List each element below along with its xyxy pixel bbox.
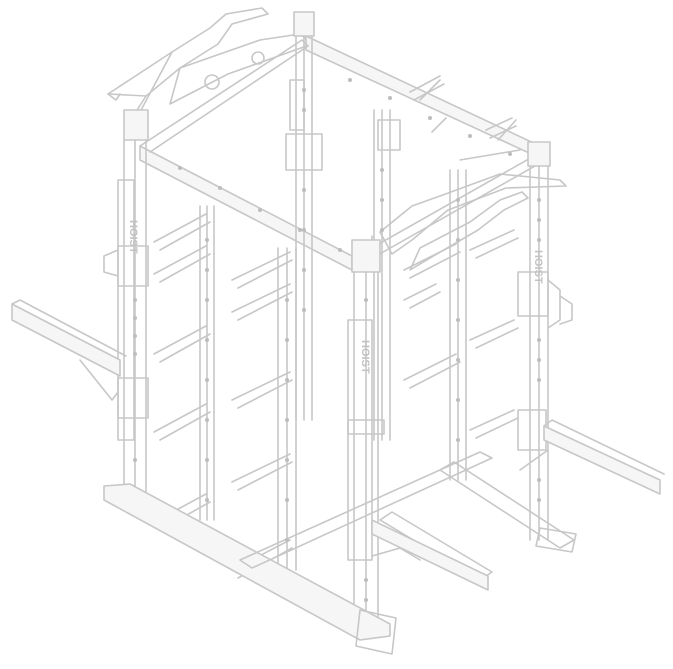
upright-rear-center xyxy=(373,109,401,441)
upright-front-inner xyxy=(199,205,297,571)
weight-storage-pegs-right xyxy=(403,75,519,439)
upright-rear-left xyxy=(285,11,323,421)
upright-rear-right xyxy=(517,141,573,541)
weight-storage-pegs-left xyxy=(153,213,293,579)
spotter-arm-right xyxy=(519,419,665,495)
upright-right-mid xyxy=(449,169,467,481)
brand-label-rear-right: HOIST xyxy=(532,250,544,284)
brand-label-front-center: HOIST xyxy=(359,340,371,374)
upright-front-left xyxy=(103,109,149,495)
brand-label-front-left: HOIST xyxy=(127,220,139,254)
spotter-arm-center xyxy=(371,519,489,591)
base-frame xyxy=(103,451,577,655)
spotter-arm-left xyxy=(11,299,127,401)
upright-front-center xyxy=(347,239,385,629)
upright-hole-patterns xyxy=(133,78,541,602)
front-pull-up-bar xyxy=(379,173,567,271)
